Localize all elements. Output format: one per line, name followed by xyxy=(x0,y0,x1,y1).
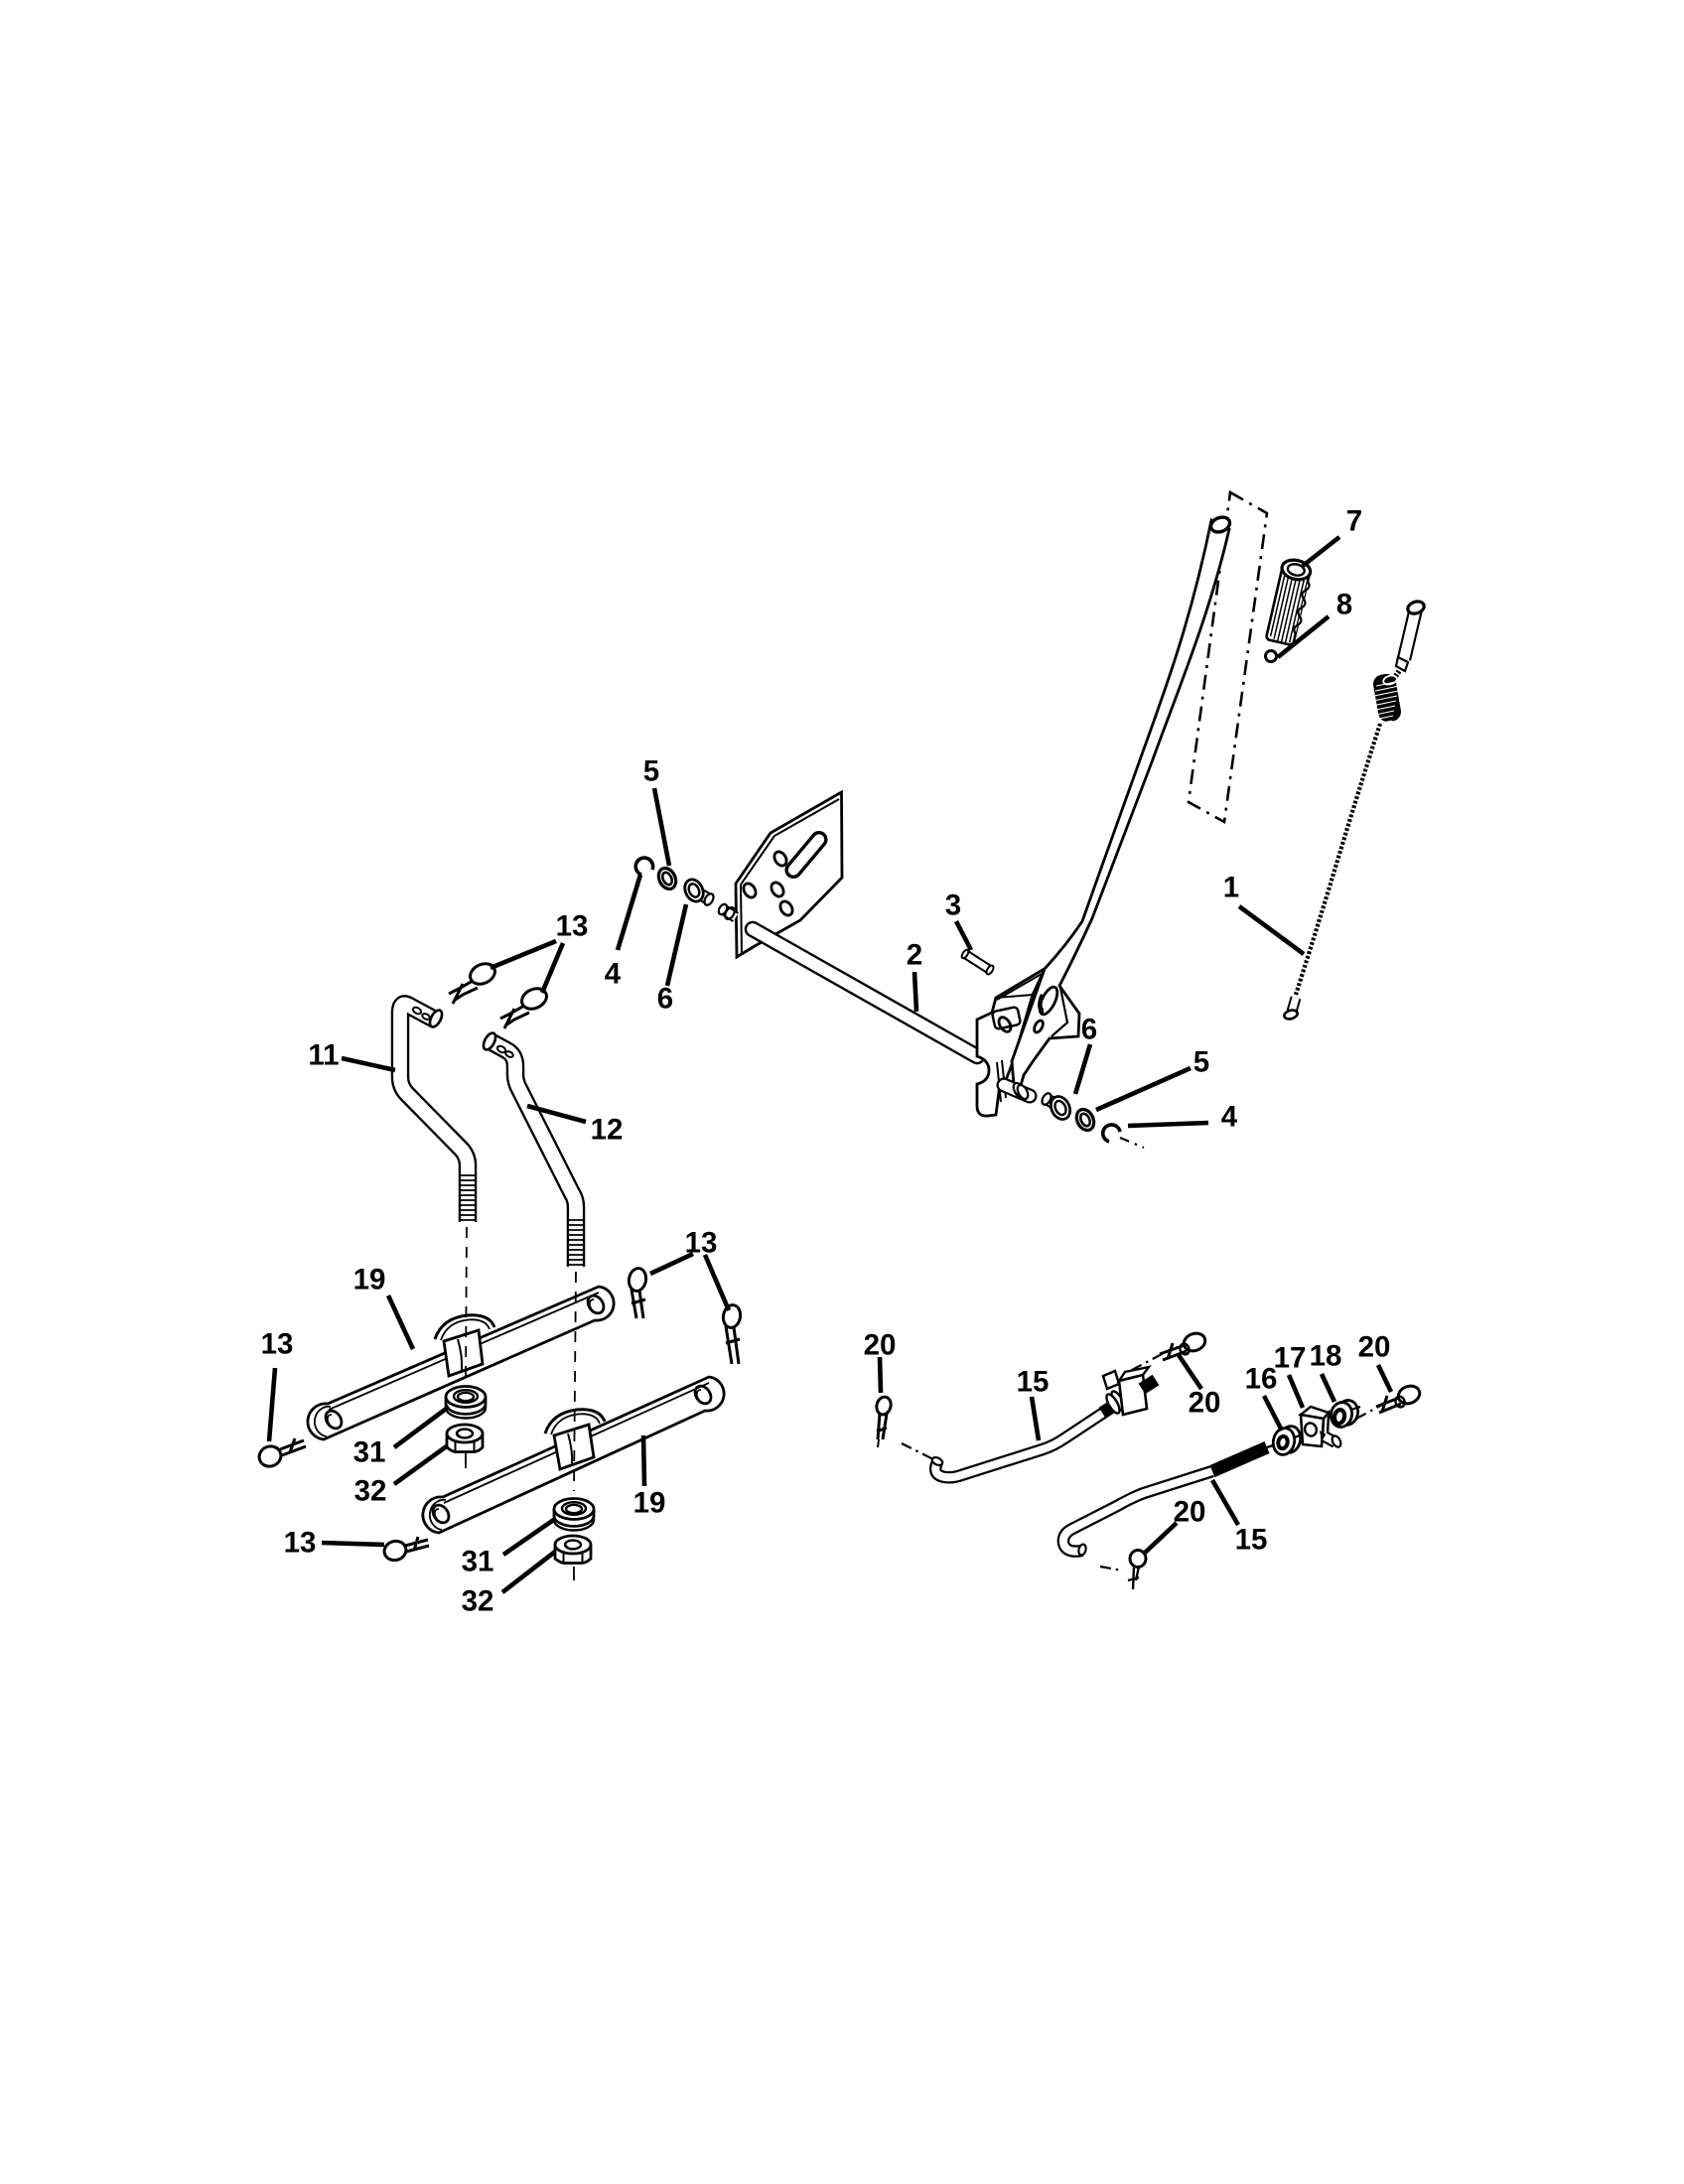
svg-text:15: 15 xyxy=(1017,1366,1050,1399)
svg-text:6: 6 xyxy=(1081,1014,1097,1046)
svg-text:18: 18 xyxy=(1310,1340,1342,1373)
svg-text:20: 20 xyxy=(864,1329,897,1362)
svg-text:4: 4 xyxy=(605,958,622,991)
svg-text:16: 16 xyxy=(1245,1363,1278,1396)
svg-text:13: 13 xyxy=(556,910,589,943)
svg-text:31: 31 xyxy=(462,1546,494,1578)
svg-text:15: 15 xyxy=(1235,1524,1268,1557)
svg-text:8: 8 xyxy=(1336,589,1352,621)
svg-text:31: 31 xyxy=(353,1436,386,1469)
svg-text:13: 13 xyxy=(284,1527,317,1560)
svg-text:19: 19 xyxy=(353,1264,386,1297)
svg-text:1: 1 xyxy=(1223,872,1239,904)
svg-text:5: 5 xyxy=(643,755,659,788)
svg-text:20: 20 xyxy=(1174,1496,1206,1529)
svg-text:32: 32 xyxy=(354,1475,387,1508)
svg-text:7: 7 xyxy=(1346,505,1362,538)
svg-text:19: 19 xyxy=(633,1487,666,1520)
svg-text:6: 6 xyxy=(657,983,673,1016)
svg-text:11: 11 xyxy=(308,1039,339,1072)
svg-text:4: 4 xyxy=(1221,1101,1238,1134)
svg-text:3: 3 xyxy=(945,889,961,922)
svg-text:32: 32 xyxy=(462,1585,494,1618)
svg-text:20: 20 xyxy=(1358,1331,1391,1364)
svg-text:20: 20 xyxy=(1189,1387,1221,1420)
svg-text:13: 13 xyxy=(685,1227,718,1260)
svg-text:13: 13 xyxy=(261,1328,294,1361)
svg-text:2: 2 xyxy=(907,939,922,972)
svg-text:12: 12 xyxy=(591,1114,624,1147)
svg-text:17: 17 xyxy=(1274,1342,1307,1375)
svg-text:5: 5 xyxy=(1193,1046,1209,1079)
